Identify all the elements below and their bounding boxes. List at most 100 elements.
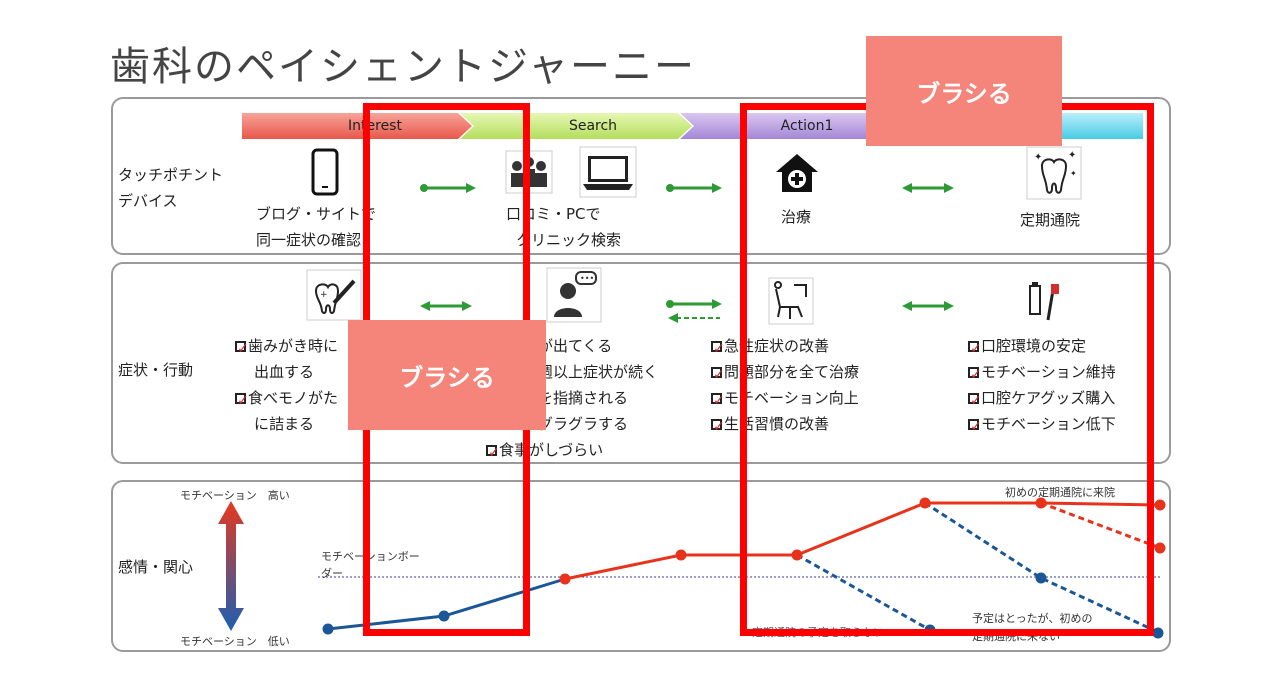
stage-interest-label: Interest [348,118,402,134]
touchpoint-label-line2: デバイス [118,192,178,210]
svg-text:•••: ••• [580,274,594,283]
checkbox-icon [711,414,725,440]
emotion-point [675,549,687,561]
behavior-col4-item3: 口腔ケアグッズ購入 [968,385,1116,414]
touchpoint-panel [111,97,1171,255]
emotion-point [1035,572,1047,584]
dental-chair-icon [768,277,814,325]
behavior-col4-text4: モチベーション低下 [981,415,1116,433]
checkbox-icon [235,388,249,414]
page-title: 歯科のペイシェントジャーニー [110,44,696,90]
touchpoint-row-label: タッチポチント デバイス [118,162,223,214]
annotation-no-show-line1: 予定はとったが、初めの [972,612,1093,625]
toothbrush-paste-icon [1029,282,1059,321]
stage-action1-label: Action1 [780,118,834,134]
highlight-box-action [740,103,1154,636]
emotion-line-blue-dashed-2 [924,501,1161,635]
checkbox-icon [235,336,249,362]
behavior-col2-text1: が出てくる [538,337,613,355]
behavior-arrow-3 [902,301,954,311]
emotion-point [322,623,334,635]
behavior-col1-text3: 食べモノがた [248,389,339,407]
behavior-col3-item4: 生活習慣の改善 [711,411,859,440]
emotion-point [438,610,450,622]
note-brush-top: ブラシる [866,36,1062,146]
behavior-col3-item3: モチベーション向上 [711,385,859,414]
behavior-col4: 口腔環境の安定 モチベーション維持 口腔ケアグッズ購入 モチベーション低下 [968,333,1116,440]
svg-text:✦: ✦ [1034,152,1042,163]
checkbox-icon [711,336,725,362]
behavior-col3-text1: 急性症状の改善 [724,337,830,355]
svg-text:+: + [320,290,328,300]
tooth-sparkle-icon: ✦ ✦ ✦ [1026,146,1082,200]
behavior-arrow-1 [420,301,472,311]
behavior-col2-item1: が出てくる [486,333,658,359]
behavior-col4-item4: モチベーション低下 [968,411,1116,440]
emotion-line-red [564,501,1161,581]
touchpoint-item-blog: ブログ・サイトで 同一症状の確認 [256,201,376,253]
touchpoint-blog-line1: ブログ・サイトで [256,205,377,223]
behavior-col4-text3: 口腔ケアグッズ購入 [981,389,1116,407]
behavior-col3-text3: モチベーション向上 [724,389,859,407]
touchpoint-item-treatment: 治療 [781,208,812,226]
motivation-scale-arrow-icon [218,501,244,631]
behavior-col1-item1: 歯みがき時に [235,333,339,362]
annotation-first-visit: 初めの定期通院に来院 [1005,486,1115,499]
behavior-col3-item2: 問題部分を全て治療 [711,359,860,388]
behavior-row-label: 症状・行動 [118,361,194,379]
behavior-col2-text4: グラグラする [538,415,629,433]
stage-search-label: Search [568,118,618,134]
emotion-row-label: 感情・関心 [118,558,194,576]
touchpoint-arrow-1 [420,183,476,193]
behavior-col4-text1: 口腔環境の安定 [981,337,1087,355]
behavior-col3-text4: 生活習慣の改善 [724,415,830,433]
emotion-point [919,497,931,509]
emotion-line-red-dashed [1040,501,1161,550]
person-chat-icon: ••• [546,267,602,323]
emotion-line-blue-dashed-1 [796,553,931,632]
behavior-col2-item4: グラグラする [486,411,658,437]
motivation-high-label: モチベーション 高い [180,489,290,502]
touchpoint-arrow-2 [666,183,722,193]
behavior-col1-text1: 歯みがき時に [248,337,339,355]
emotion-point [1154,542,1166,554]
touchpoint-blog-line2: 同一症状の確認 [256,231,362,249]
svg-text:✦: ✦ [1068,150,1076,161]
behavior-col4-item2: モチベーション維持 [968,359,1116,388]
emotion-panel [111,480,1171,652]
stage-interest-shape [242,113,472,139]
touchpoint-arrow-3 [902,183,954,193]
stage-search-shape [460,113,692,139]
svg-text:✦: ✦ [1070,169,1077,178]
emotion-point [791,549,803,561]
behavior-col3-text2: 問題部分を全て治療 [724,363,860,381]
behavior-panel [111,262,1171,464]
behavior-col1-text4: に詰まる [254,415,315,433]
behavior-col4-text2: モチベーション維持 [981,363,1116,381]
smartphone-icon [311,148,339,196]
checkbox-icon [711,388,725,414]
tooth-brush-icon: + [306,269,362,321]
stage-action1-shape [680,113,914,139]
checkbox-icon [711,362,725,388]
behavior-arrow-2 [666,299,722,323]
clinic-icon [776,154,818,192]
motivation-low-label: モチベーション 低い [180,635,290,648]
behavior-col3-item1: 急性症状の改善 [711,333,859,362]
behavior-col2-text3: を指摘される [538,389,629,407]
behavior-col3: 急性症状の改善 問題部分を全て治療 モチベーション向上 生活習慣の改善 [711,333,860,440]
touchpoint-label-line1: タッチポチント [118,166,224,184]
behavior-col1-text2: 出血する [254,363,315,381]
emotion-point [559,573,571,585]
behavior-col2-text2: 週以上症状が続く [538,363,659,381]
checkbox-icon [968,388,982,414]
laptop-icon [579,146,637,198]
behavior-col4-item1: 口腔環境の安定 [968,333,1116,362]
behavior-col2-item3: を指摘される [486,385,658,411]
checkbox-icon [486,440,500,466]
behavior-col1: 歯みがき時に 出血する 食べモノがた に詰まる [235,333,338,437]
emotion-point [1154,499,1166,511]
behavior-col2-item2: 週以上症状が続く [486,359,658,385]
checkbox-icon [968,362,982,388]
